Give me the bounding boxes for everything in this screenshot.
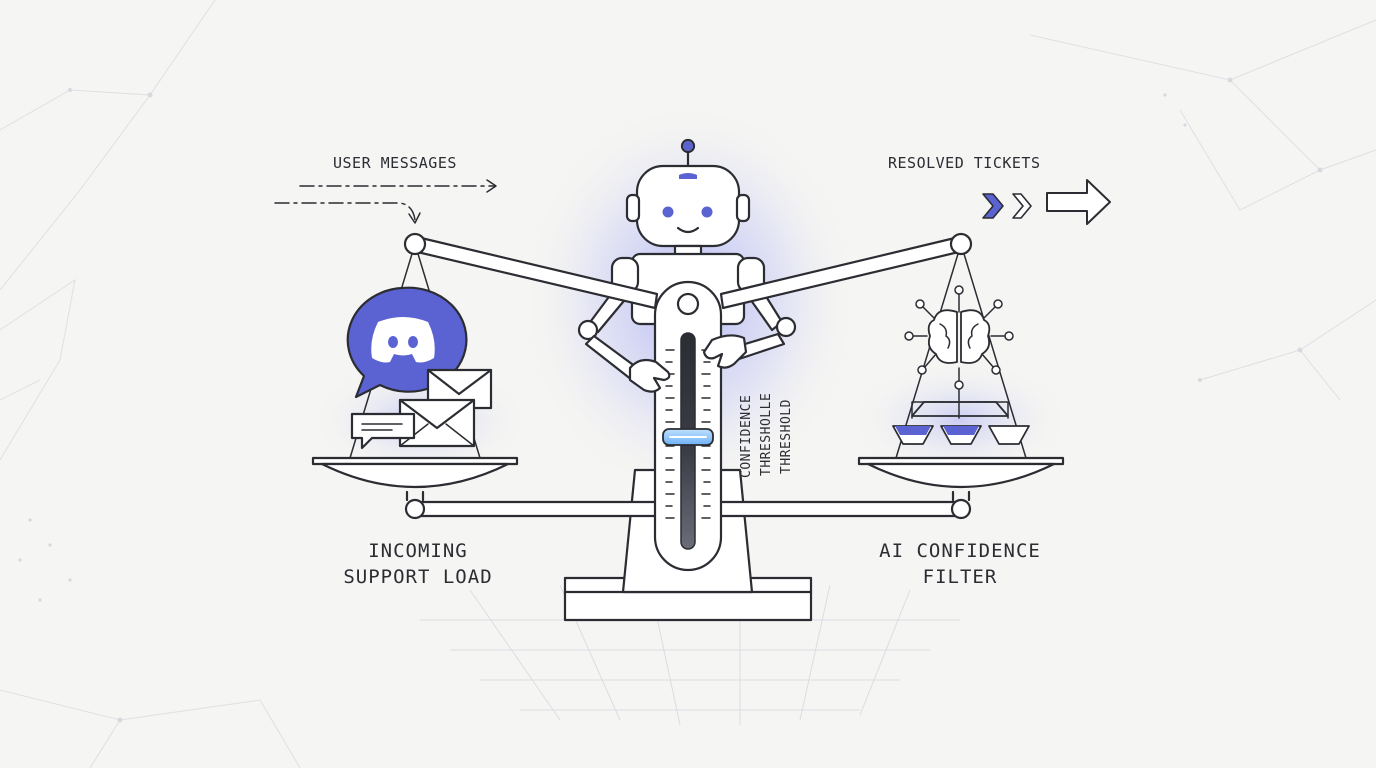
gauge-label-2: THRESHOLLE — [759, 393, 774, 476]
confidence-gauge — [653, 280, 723, 572]
chat-bubble-icon — [350, 412, 416, 450]
robot-hands — [628, 334, 748, 393]
filter-funnel-icon — [892, 389, 1030, 445]
gauge-label-3: THRESHOLD — [779, 399, 794, 474]
brain-circuit-icon — [904, 285, 1014, 390]
user-messages-arrows — [274, 179, 497, 224]
right-scale-pan — [857, 243, 1065, 488]
user-messages-label: USER MESSAGES — [333, 154, 457, 172]
right-caption-line1: AI CONFIDENCE — [879, 540, 1041, 562]
left-caption-line1: INCOMING — [368, 540, 468, 562]
right-caption-line2: FILTER — [923, 566, 998, 588]
arrow-right-icon — [982, 179, 1111, 225]
main-beam — [403, 232, 973, 310]
envelope-icon — [398, 368, 493, 448]
right-pan-glow — [850, 360, 1070, 480]
left-caption-line2: SUPPORT LOAD — [343, 566, 492, 588]
resolved-tickets-label: RESOLVED TICKETS — [888, 154, 1041, 172]
gauge-label-1: CONFIDENCE — [739, 395, 754, 478]
